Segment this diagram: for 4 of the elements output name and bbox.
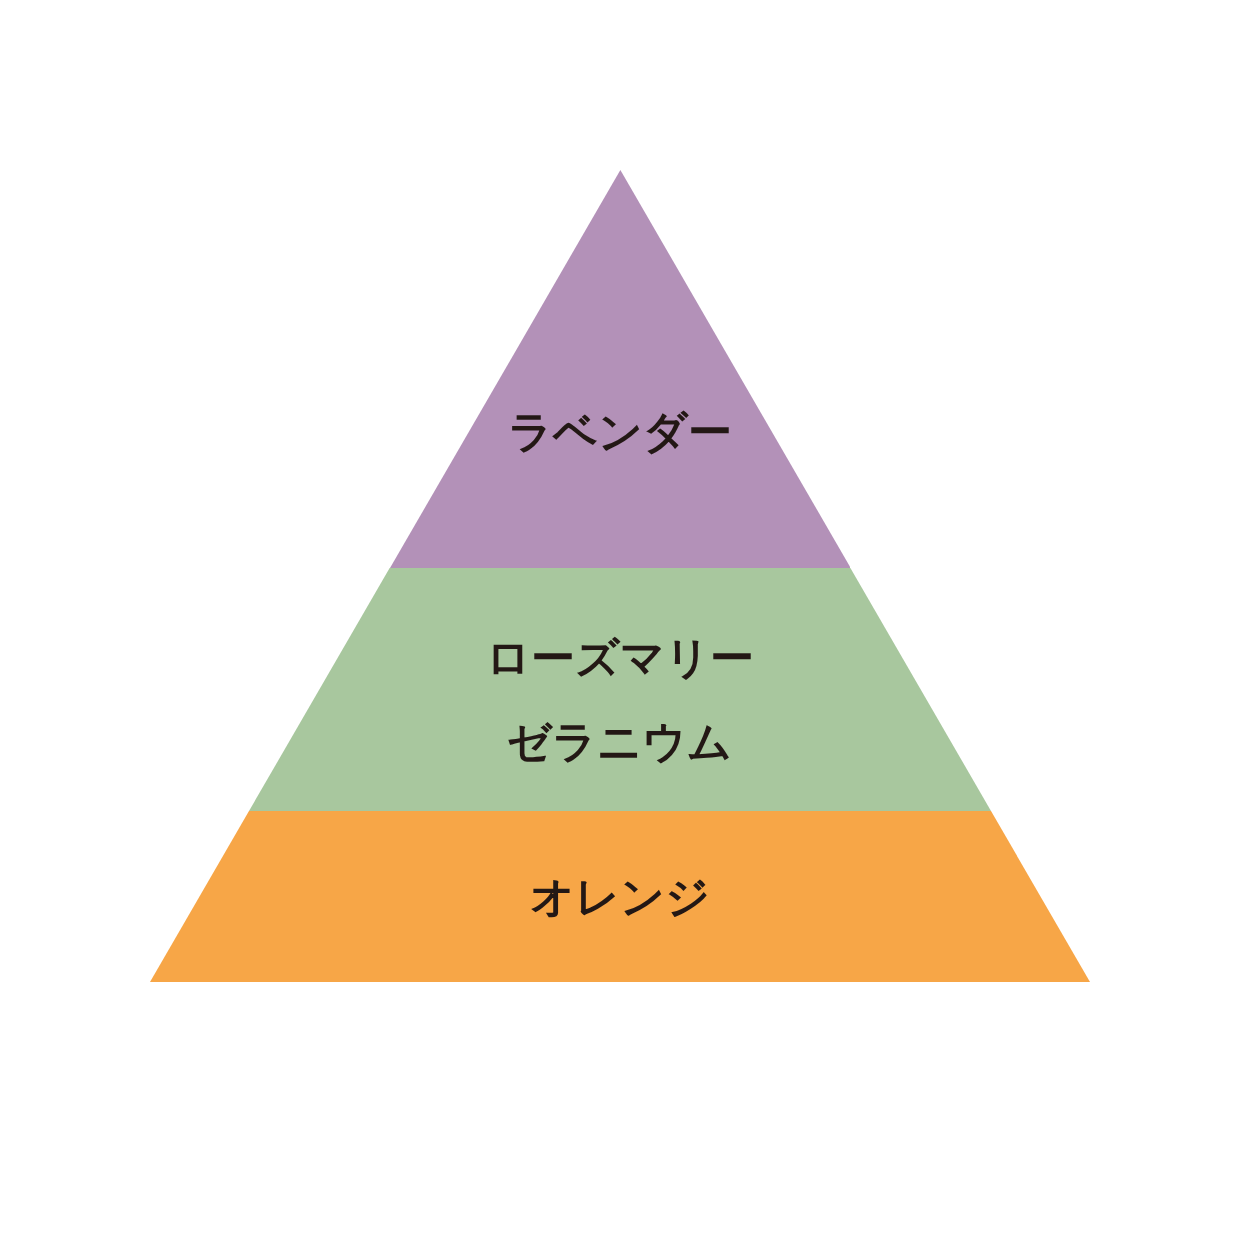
tier-label: オレンジ [530, 870, 710, 924]
tier-label: ゼラニウム [507, 715, 733, 769]
tier-label: ローズマリー [486, 631, 754, 685]
tier-label: ラベンダー [508, 405, 732, 459]
